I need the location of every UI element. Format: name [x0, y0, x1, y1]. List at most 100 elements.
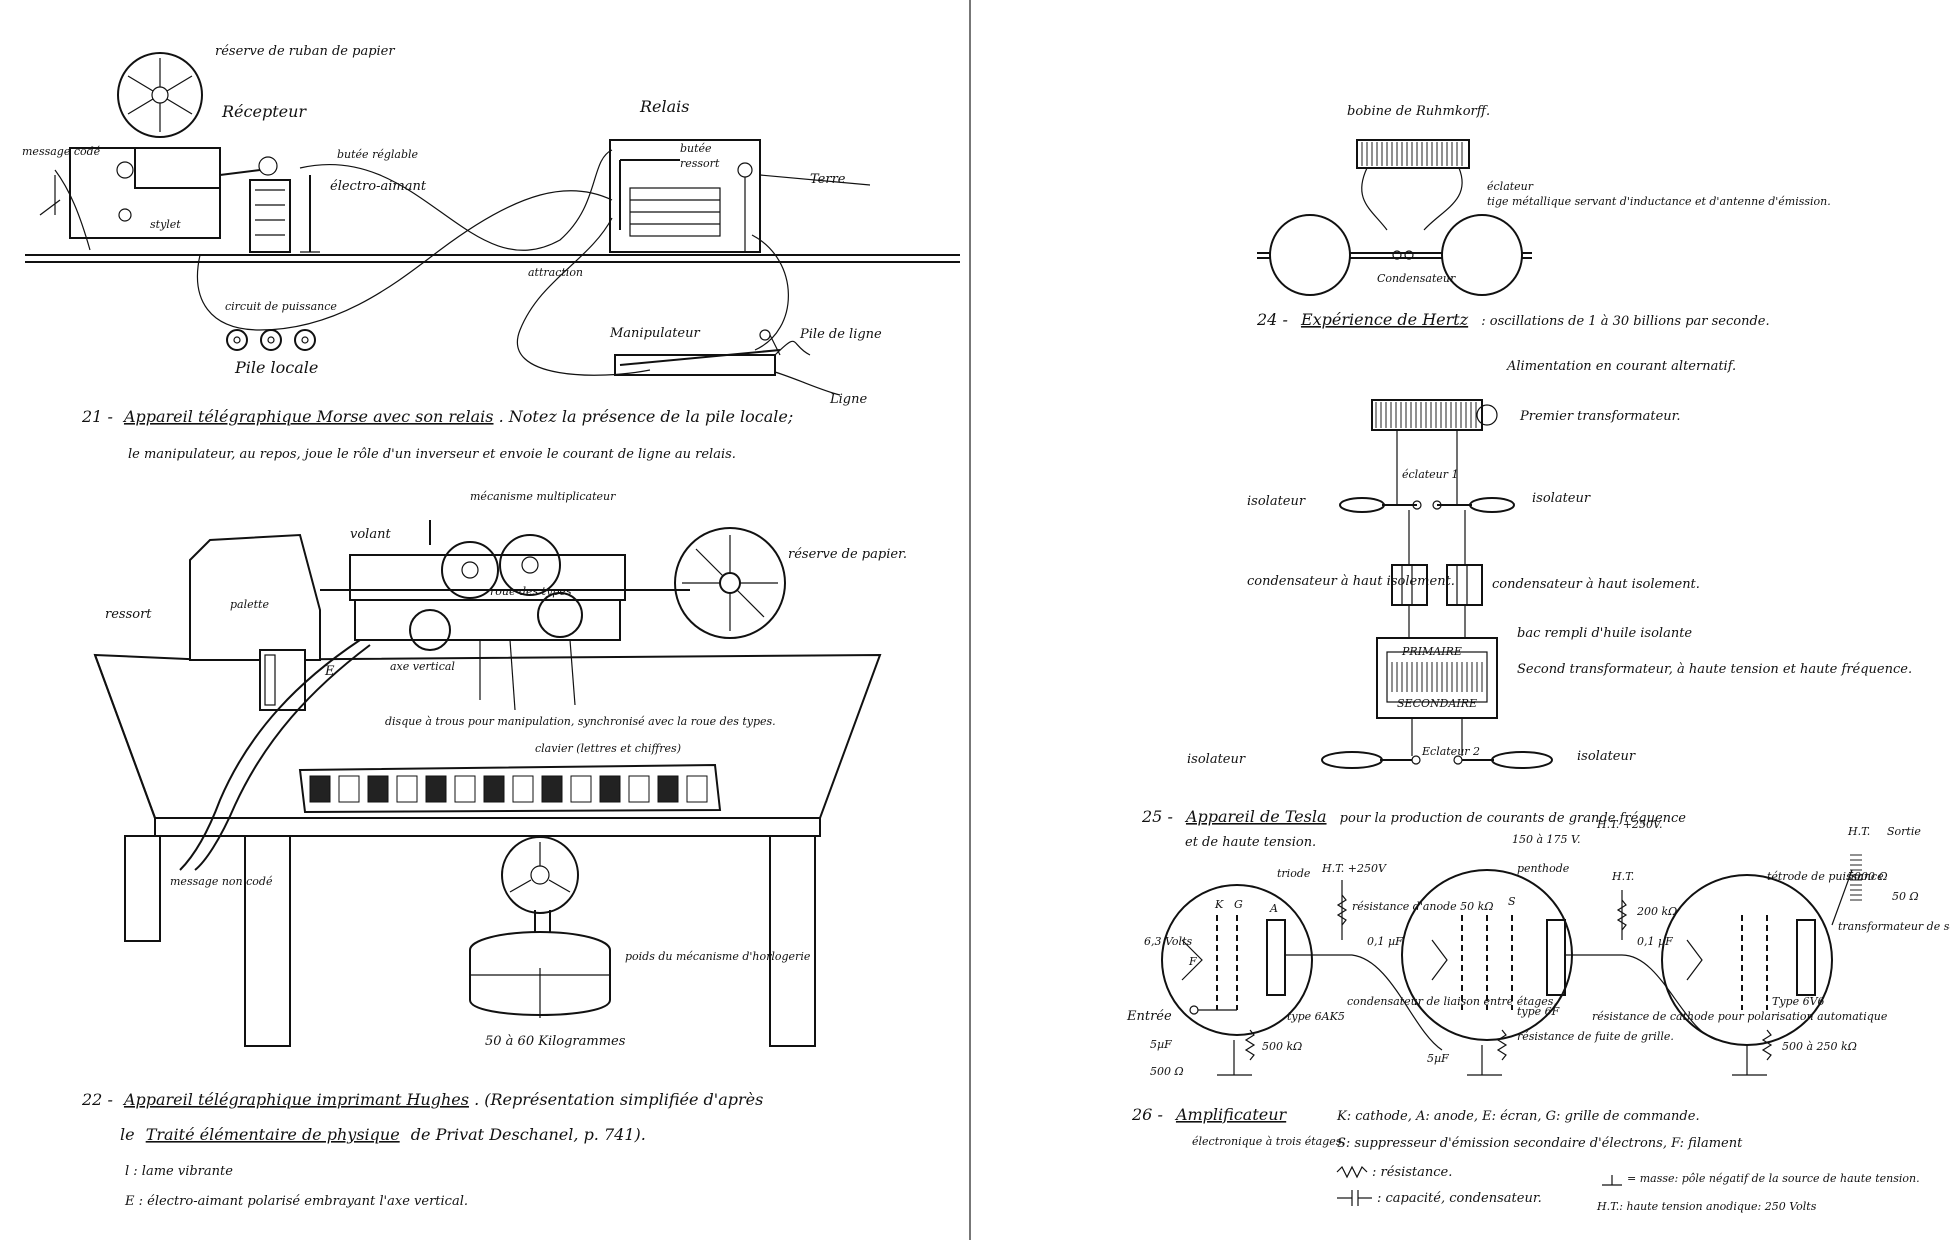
- label-manipulateur: Manipulateur: [609, 326, 700, 341]
- paper-reel-icon: [117, 52, 203, 138]
- label-mecanisme: mécanisme multiplicateur: [470, 490, 616, 503]
- label-message-code: message codé: [22, 145, 101, 158]
- label-eclateur1: éclateur 1: [1402, 468, 1459, 481]
- label-bac: bac rempli d'huile isolante: [1517, 626, 1692, 641]
- label-type-6ak5: type 6AK5: [1287, 1010, 1345, 1023]
- fig25-caption: 25 - Appareil de Tesla pour la productio…: [1141, 807, 1686, 826]
- label-type-6v6: Type 6V6: [1772, 995, 1825, 1008]
- label-res-fuite: résistance de fuite de grille.: [1517, 1030, 1674, 1043]
- label-electro-aimant: électro-aimant: [330, 179, 427, 194]
- keyboard-key: [309, 775, 331, 803]
- label-k500b: 500 à 250 kΩ: [1782, 1040, 1857, 1053]
- coil-windings: [1361, 142, 1463, 166]
- keyboard-key: [657, 775, 679, 803]
- fig24-caption-title: Expérience de Hertz: [1300, 310, 1469, 329]
- paper-reel-icon-2: [674, 527, 786, 639]
- label-ressort-22: ressort: [105, 607, 152, 622]
- label-entree: Entrée: [1126, 1009, 1172, 1024]
- label-pile-ligne: Pile de ligne: [799, 327, 882, 342]
- label-f: F: [1188, 955, 1197, 968]
- label-s: S: [1508, 895, 1516, 908]
- fig22-caption-line2c: de Privat Deschanel, p. 741).: [411, 1125, 646, 1144]
- gear-icon: [409, 534, 583, 651]
- fig22-caption-line2: le Traité élémentaire de physique de Pri…: [120, 1125, 646, 1144]
- fig24-caption-rest: : oscillations de 1 à 30 billions par se…: [1481, 314, 1769, 329]
- label-uf5b: 5µF: [1427, 1052, 1449, 1065]
- right-page-drawings: bobine de Ruhmkorff. éclateur tige métal…: [1126, 104, 1950, 1213]
- keyboard-key: [338, 775, 360, 803]
- keyboard-key: [599, 775, 621, 803]
- capacitor-symbol-icon: [1337, 1190, 1372, 1206]
- keyboard-key: [483, 775, 505, 803]
- fig24-hertz-diagram: [1257, 139, 1532, 296]
- fig26-amplifier-diagram: [1161, 854, 1862, 1076]
- label-bobine: bobine de Ruhmkorff.: [1347, 104, 1490, 119]
- label-clavier: clavier (lettres et chiffres): [535, 742, 681, 755]
- label-k500: 500 kΩ: [1262, 1040, 1302, 1053]
- resistor-symbol-icon: [1336, 1165, 1368, 1179]
- fig25-caption-line2: et de haute tension.: [1185, 835, 1316, 850]
- label-secondaire: SECONDAIRE: [1397, 697, 1477, 710]
- label-reserve-papier: réserve de papier.: [788, 547, 907, 562]
- label-disque: disque à trous pour manipulation, synchr…: [385, 715, 776, 728]
- fig26-caption-title: Amplificateur: [1174, 1105, 1288, 1124]
- fig26-legend1: K: cathode, A: anode, E: écran, G: grill…: [1336, 1109, 1700, 1124]
- fig25-caption-num: 25 -: [1141, 807, 1173, 826]
- label-condensateur-24: Condensateur: [1377, 272, 1456, 285]
- label-pf01: 0,1 µF: [1367, 935, 1403, 948]
- label-condensateur-left: condensateur à haut isolement.: [1247, 574, 1455, 589]
- label-ht250b: H.T. +250V.: [1596, 818, 1663, 831]
- label-second-transfo: Second transformateur, à haute tension e…: [1517, 662, 1912, 677]
- label-roue-types: roue des types: [490, 585, 572, 598]
- keyboard-key: [512, 775, 534, 803]
- left-page-drawings: réserve de ruban de papier Récepteur Rel…: [22, 44, 960, 1209]
- label-recepteur: Récepteur: [221, 102, 307, 121]
- fig26-caption-line2: électronique à trois étages.: [1192, 1135, 1345, 1148]
- fig26-legend4: : capacité, condensateur.: [1377, 1191, 1542, 1206]
- fig26-caption-num: 26 -: [1131, 1105, 1163, 1124]
- label-butee-reglable: butée réglable: [337, 148, 419, 161]
- label-condensateur-haut: condensateur à haut isolement.: [1492, 577, 1700, 592]
- label-condensateur-left-text: condensateur à haut isolement.: [1247, 574, 1455, 589]
- label-triode: triode: [1277, 867, 1311, 880]
- label-palette: palette: [230, 598, 269, 611]
- label-res-cathode: résistance de cathode pour polarisation …: [1592, 1010, 1888, 1023]
- page-gutter: [969, 0, 971, 1240]
- left-page: réserve de ruban de papier Récepteur Rel…: [0, 0, 970, 1240]
- keyboard-key: [686, 775, 708, 803]
- fig26-legend2: S: suppresseur d'émission secondaire d'é…: [1337, 1136, 1743, 1151]
- fig22-hughes-diagram: [93, 520, 882, 1047]
- label-penthode: penthode: [1517, 862, 1570, 875]
- fig22-caption-line2a: le: [120, 1125, 135, 1144]
- keyboard-key: [541, 775, 563, 803]
- fig26-legend3: : résistance.: [1372, 1165, 1452, 1180]
- label-circuit-puissance: circuit de puissance: [225, 300, 337, 313]
- label-resistance-anode: résistance d'anode 50 kΩ: [1352, 900, 1493, 913]
- fig26-caption: 26 - Amplificateur: [1131, 1105, 1288, 1124]
- label-ligne: Ligne: [829, 392, 867, 407]
- label-g: G: [1234, 898, 1243, 911]
- label-sortie: Sortie: [1887, 825, 1921, 838]
- label-ressort: ressort: [680, 157, 720, 170]
- keyboard-key: [367, 775, 389, 803]
- keyboard-key: [628, 775, 650, 803]
- fig21-caption: 21 - Appareil télégraphique Morse avec s…: [81, 407, 793, 426]
- fig26-legend5: = masse: pôle négatif de la source de ha…: [1627, 1172, 1920, 1185]
- label-message-non-code: message non codé: [170, 875, 273, 888]
- label-axe-vertical: axe vertical: [390, 660, 455, 673]
- fig22-legend-e: E : électro-aimant polarisé embrayant l'…: [124, 1194, 468, 1209]
- fig26-legend6: H.T.: haute tension anodique: 250 Volts: [1596, 1200, 1817, 1213]
- fig21-morse-diagram: [25, 52, 960, 396]
- right-page: bobine de Ruhmkorff. éclateur tige métal…: [972, 0, 1950, 1240]
- label-isolateur-2: isolateur: [1532, 491, 1591, 506]
- fig25-tesla-diagram: [1321, 399, 1553, 769]
- label-eclateur-24: éclateur: [1487, 180, 1534, 193]
- fig24-caption: 24 - Expérience de Hertz : oscillations …: [1256, 310, 1770, 329]
- fig22-caption-line2b: Traité élémentaire de physique: [146, 1125, 400, 1144]
- label-type-6f: type 6F: [1517, 1005, 1560, 1018]
- fig22-legend-l: l : lame vibrante: [125, 1164, 233, 1179]
- label-e-marker: E: [324, 664, 335, 679]
- label-k: K: [1214, 898, 1224, 911]
- output-transformer-coil: [1850, 854, 1862, 901]
- label-ht-2: H.T.: [1847, 825, 1870, 838]
